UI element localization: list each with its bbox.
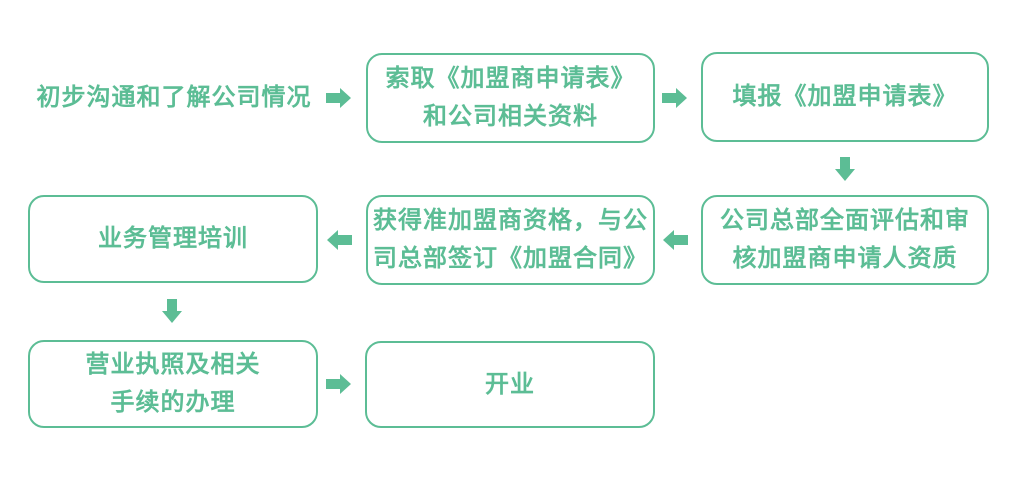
arrow-right-icon <box>662 88 687 108</box>
arrow-right-icon <box>326 374 351 394</box>
arrow-left-icon <box>663 230 688 250</box>
arrow-right-icon <box>326 88 351 108</box>
arrow-down-icon <box>162 299 182 323</box>
flow-step-business-license-procedures: 营业执照及相关 手续的办理 <box>28 340 318 428</box>
flow-step-headquarters-evaluation: 公司总部全面评估和审 核加盟商申请人资质 <box>701 195 989 285</box>
flow-step-initial-communication: 初步沟通和了解公司情况 <box>36 84 312 111</box>
arrow-left-icon <box>327 230 352 250</box>
flow-step-fill-application-form: 填报《加盟申请表》 <box>701 52 989 142</box>
flow-step-opening: 开业 <box>365 341 655 428</box>
arrow-down-icon <box>835 157 855 181</box>
flow-step-business-management-training: 业务管理培训 <box>28 195 318 283</box>
flow-step-sign-franchise-contract: 获得准加盟商资格，与公 司总部签订《加盟合同》 <box>366 195 655 285</box>
flow-step-request-application-form: 索取《加盟商申请表》 和公司相关资料 <box>366 53 655 143</box>
